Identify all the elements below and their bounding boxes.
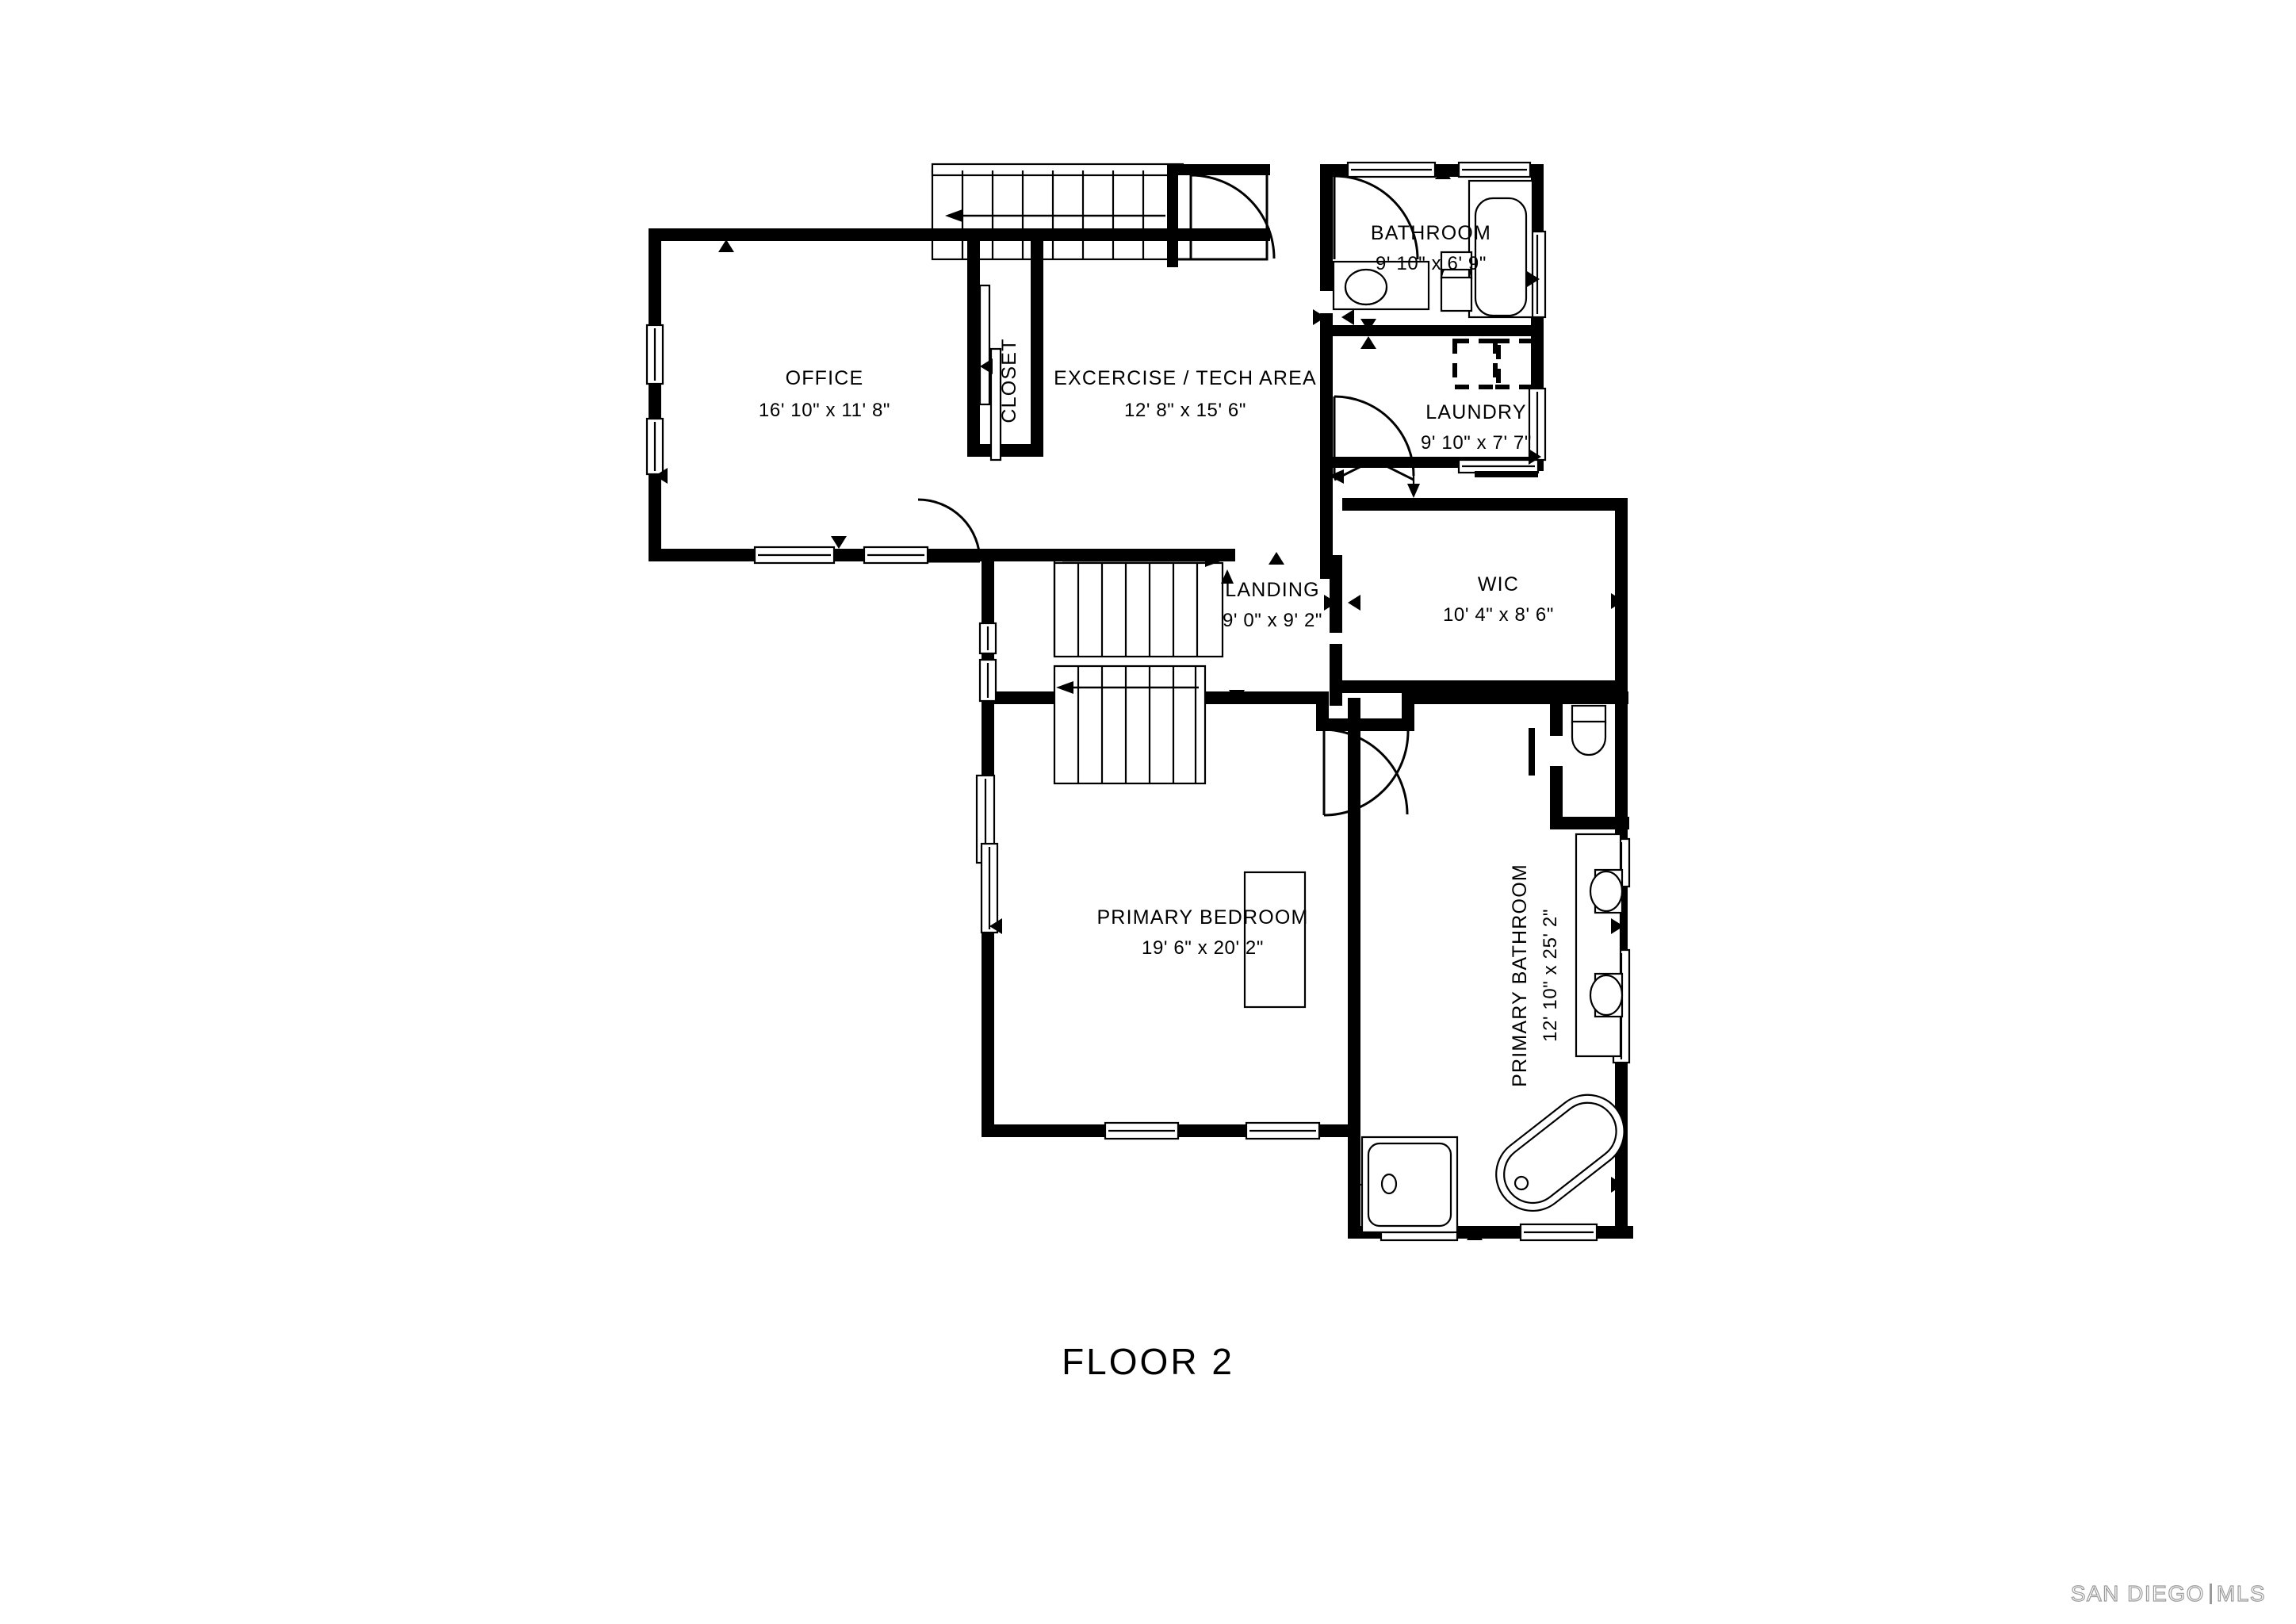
- laundry-fixtures: [1452, 339, 1541, 389]
- mls-watermark: SAN DIEGO MLS: [2070, 1580, 2266, 1607]
- room-dim-exercise-tech-area: 12' 8" x 15' 6": [1124, 400, 1246, 421]
- bedroom-nook: [1243, 871, 1307, 1009]
- bathroom-fixtures: [1332, 179, 1534, 319]
- room-label-laundry: LAUNDRY: [1425, 401, 1526, 423]
- room-dim-wic: 10' 4" x 8' 6": [1443, 604, 1554, 626]
- room-dim-landing: 9' 0" x 9' 2": [1223, 610, 1322, 631]
- lower-stairs: [1053, 554, 1224, 785]
- ceiling-markers: [655, 167, 1624, 1240]
- room-label-closet: CLOSET: [998, 338, 1020, 423]
- room-dim-primary-bathroom: 12' 10" x 25' 2": [1540, 909, 1561, 1042]
- direction-marker: [1221, 569, 1234, 584]
- room-label-landing: LANDING: [1225, 579, 1320, 601]
- windows: [645, 161, 1631, 1242]
- room-label-primary-bedroom: PRIMARY BEDROOM: [1096, 906, 1308, 929]
- room-dim-bathroom: 9' 10" x 6' 9": [1376, 253, 1487, 274]
- room-dim-laundry: 9' 10" x 7' 7": [1421, 432, 1532, 454]
- room-label-exercise-tech-area: EXCERCISE / TECH AREA: [1054, 367, 1317, 389]
- room-label-office: OFFICE: [786, 367, 864, 389]
- room-dim-office: 16' 10" x 11' 8": [759, 400, 890, 421]
- room-labels: OFFICE 16' 10" x 11' 8" CLOSET EXCERCISE…: [759, 222, 1561, 1087]
- room-label-wic: WIC: [1478, 573, 1519, 596]
- room-label-bathroom: BATHROOM: [1371, 222, 1491, 244]
- mls-watermark-separator: [2209, 1584, 2212, 1604]
- mls-watermark-right: MLS: [2216, 1580, 2266, 1606]
- room-label-primary-bathroom: PRIMARY BATHROOM: [1509, 864, 1531, 1087]
- floor-title-text: FLOOR 2: [1062, 1341, 1234, 1382]
- floor-title: FLOOR 2: [0, 1340, 2296, 1383]
- mls-watermark-left: SAN DIEGO: [2070, 1580, 2205, 1606]
- doors: [917, 174, 1420, 817]
- room-dim-primary-bedroom: 19' 6" x 20' 2": [1142, 937, 1264, 959]
- primary-bathroom-fixtures: [1360, 704, 1625, 1234]
